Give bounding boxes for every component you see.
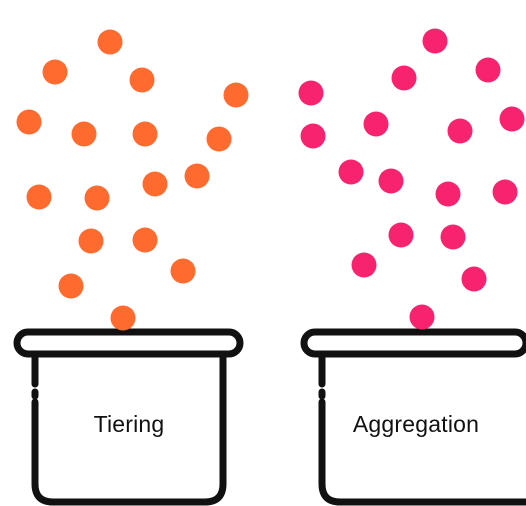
aggregation-dot	[447, 118, 473, 144]
aggregation-dot	[351, 252, 377, 278]
bin-tiering	[13, 328, 244, 506]
bin-tiering-rim	[13, 328, 244, 358]
aggregation-dot	[409, 304, 435, 330]
aggregation-dot	[422, 28, 448, 54]
tiering-dot	[16, 109, 42, 135]
aggregation-dot	[440, 224, 466, 250]
tiering-dot	[71, 121, 97, 147]
tiering-dot	[170, 258, 196, 284]
aggregation-dot	[475, 57, 501, 83]
bin-aggregation-rim	[300, 328, 526, 358]
aggregation-dot	[492, 179, 518, 205]
tiering-dot	[58, 273, 84, 299]
tiering-dot	[132, 121, 158, 147]
aggregation-dot	[338, 159, 364, 185]
aggregation-dot	[388, 222, 414, 248]
bin-tiering-label: Tiering	[93, 411, 165, 437]
tiering-dot	[223, 82, 249, 108]
aggregation-dot	[363, 111, 389, 137]
aggregation-dot	[300, 123, 326, 149]
tiering-dot	[142, 171, 168, 197]
dots-left	[16, 29, 249, 331]
aggregation-dot	[499, 106, 525, 132]
tiering-dot	[129, 67, 155, 93]
aggregation-dot	[435, 181, 461, 207]
aggregation-dot	[461, 266, 487, 292]
tiering-dot	[184, 163, 210, 189]
tiering-dot	[42, 59, 68, 85]
aggregation-dot	[391, 65, 417, 91]
tiering-dot	[206, 126, 232, 152]
tiering-dot	[84, 185, 110, 211]
tiering-dot	[132, 227, 158, 253]
aggregation-dot	[298, 80, 324, 106]
tiering-dot	[97, 29, 123, 55]
aggregation-dot	[378, 168, 404, 194]
tiering-dot	[26, 184, 52, 210]
bin-aggregation-label: Aggregation	[352, 411, 480, 437]
bin-aggregation	[300, 328, 526, 506]
tiering-dot	[78, 228, 104, 254]
tiering-dot	[110, 305, 136, 331]
bin-tiering-body	[31, 354, 227, 506]
dots-right	[298, 28, 525, 330]
bin-aggregation-body	[318, 398, 526, 506]
